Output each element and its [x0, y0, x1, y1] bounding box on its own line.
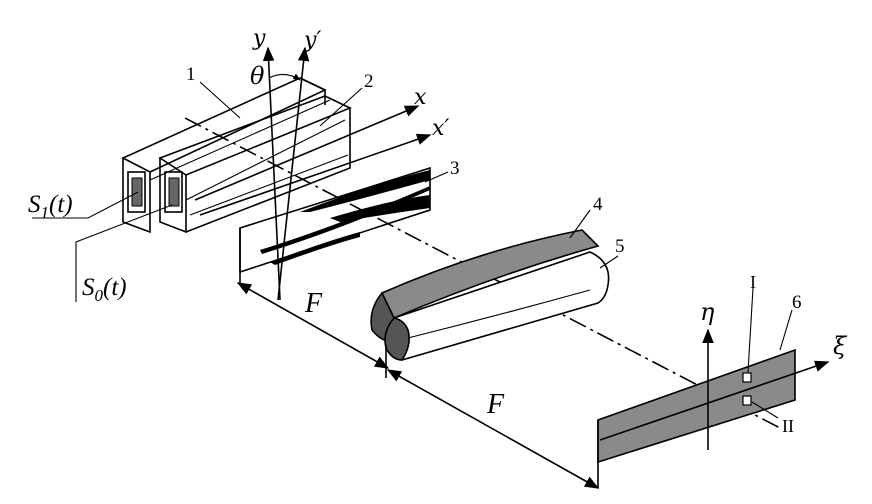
coordinate-axes	[194, 46, 432, 301]
output-plane-6	[597, 328, 830, 488]
label-x-prime: x′	[432, 116, 449, 141]
svg-text:S1(t): S1(t)	[28, 191, 73, 222]
label-eta: η	[700, 298, 715, 326]
label-1: 1	[186, 64, 196, 85]
label-y-prime: y′	[303, 28, 321, 53]
label-x: x	[414, 85, 427, 110]
label-F-1: F	[304, 288, 323, 319]
strip-3	[239, 166, 431, 285]
label-s1: S1(t)	[28, 191, 73, 222]
label-theta: θ	[250, 62, 265, 90]
dimension-lines	[236, 282, 600, 489]
label-6: 6	[792, 292, 802, 313]
leader-lines	[32, 81, 793, 419]
label-5: 5	[615, 236, 625, 257]
label-s0: S0(t)	[82, 274, 127, 305]
cylindrical-lenses	[370, 229, 610, 362]
label-roman-I: I	[750, 272, 756, 292]
label-xi: ξ	[833, 332, 848, 360]
label-2: 2	[364, 71, 374, 92]
label-4: 4	[593, 194, 603, 215]
label-F-2: F	[486, 389, 505, 420]
label-roman-II: II	[782, 416, 794, 436]
transducer-block	[121, 77, 352, 234]
label-3: 3	[450, 158, 460, 179]
label-y: y	[252, 26, 266, 51]
svg-text:S0(t): S0(t)	[82, 274, 127, 305]
